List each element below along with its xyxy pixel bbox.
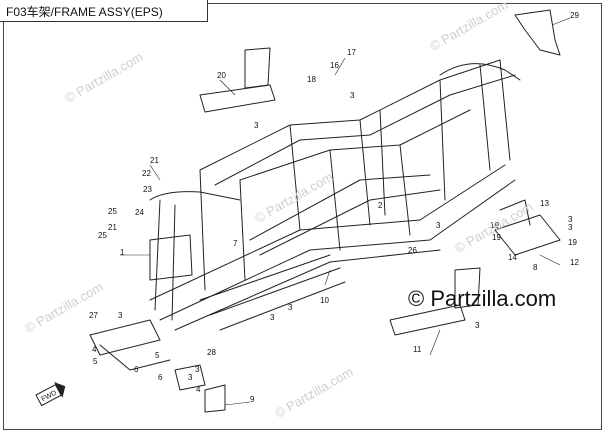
footrest-part-11 [389,304,466,336]
callout-number: 23 [143,185,152,194]
callout-number: 3 [475,321,480,330]
frame-cross-1 [289,124,301,231]
fwd-badge: FWD [35,382,66,407]
callout-number: 3 [195,365,200,374]
callout-number: 21 [108,223,117,232]
frame-rear-post-4 [499,59,511,161]
frame-front-post-1 [154,199,161,311]
callout-number: 19 [492,233,501,242]
callout-number: 5 [155,351,160,360]
callout-number: 4 [92,345,97,354]
callout-number: 28 [207,348,216,357]
callout-number: 3 [188,373,193,382]
callout-number: 25 [98,231,107,240]
callout-number: 3 [118,311,123,320]
callout-number: 3 [270,313,275,322]
diagram-border [3,3,602,430]
callout-number: 4 [196,385,201,394]
callout-number: 6 [158,373,163,382]
callout-number: 20 [217,71,226,80]
partzilla-brand: © Partzilla.com [408,286,557,311]
footrest-part-20 [199,84,276,113]
frame-front-hoop [149,191,241,201]
frame-cross-3 [359,119,371,226]
callout-number: 14 [508,253,517,262]
frame-lower-rail-right [159,179,516,321]
diagram-title-box: F03车架/FRAME ASSY(EPS) [0,0,208,22]
callout-number: 27 [89,311,98,320]
frame-lower-rail-left [149,164,506,301]
frame-cross-4 [399,144,411,236]
mount-lower-1 [174,364,206,391]
front-mount-bracket [99,344,171,371]
frame-front-post-3 [199,169,206,291]
footrest-part-20-stem [244,47,271,89]
callout-number: 5 [93,357,98,366]
callout-number: 24 [135,208,144,217]
frame-diagonal-2 [259,189,441,256]
frame-floor-tube-3 [219,281,346,331]
frame-rear-post-3 [479,64,491,171]
callout-number: 3 [436,221,441,230]
callout-number: 17 [347,48,356,57]
callout-number: 21 [150,156,159,165]
mount-lower-2 [204,384,226,413]
footrest-bracket-front [89,319,161,356]
callout-number: 1 [120,248,125,257]
frame-cross-2 [329,149,341,251]
callout-number: 3 [350,91,355,100]
frame-upper-rail-mid [239,109,471,181]
frame-floor-tube-1 [199,254,331,301]
callout-number: 18 [307,75,316,84]
callout-number: 11 [413,345,422,354]
frame-diagonal-1 [249,174,431,241]
callout-number: 3 [568,215,573,224]
callout-number: 9 [250,395,255,404]
callout-number: 22 [142,169,151,178]
frame-rear-hoop [439,63,521,81]
callout-number: 26 [408,246,417,255]
frame-rear-post-2 [439,79,446,201]
callout-number: 2 [378,201,383,210]
diagram-title: F03车架/FRAME ASSY(EPS) [6,5,163,19]
frame-lower-rail-inner [174,249,441,331]
callout-number: 12 [570,258,579,267]
callout-number: 3 [568,223,573,232]
footrest-part-11-stem [454,267,481,309]
frame-floor-tube-2 [209,267,341,316]
rear-mount-ear [499,199,531,226]
callout-number: 3 [288,303,293,312]
callout-number: 8 [533,263,538,272]
callout-number: 19 [490,221,499,230]
callout-number: 16 [330,61,339,70]
callout-number: 10 [320,296,329,305]
frame-upper-rail-right [214,74,516,186]
frame-front-post-4 [239,179,246,281]
callout-number: 29 [570,11,579,20]
frame-front-post-2 [171,204,176,321]
callout-number: 3 [254,121,259,130]
callout-number: 6 [134,365,139,374]
bracket-part-1 [149,234,193,281]
frame-rear-post-1 [379,109,386,216]
callout-number: 25 [108,207,117,216]
rear-mount-bracket [494,214,561,256]
callout-number: 7 [233,239,238,248]
callout-number: 19 [568,238,577,247]
bracket-part-29 [514,9,561,56]
callout-number: 13 [540,199,549,208]
